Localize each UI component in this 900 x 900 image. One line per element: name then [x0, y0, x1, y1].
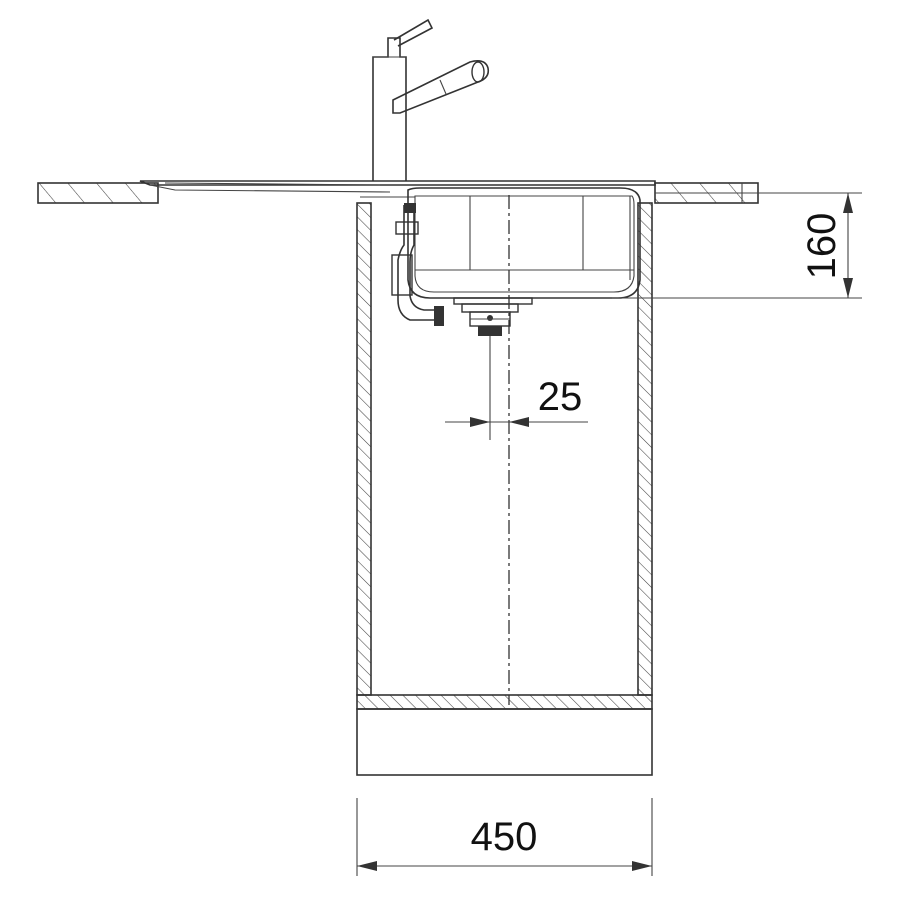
cabinet-bottom-panel [356, 694, 653, 710]
dimension-offset: 25 [445, 375, 588, 427]
overflow-pipe [391, 203, 444, 326]
faucet-body [372, 37, 407, 181]
faucet-spout [392, 60, 490, 114]
sink-bowl [407, 187, 641, 299]
dimension-width-label: 450 [471, 815, 538, 859]
sink [139, 180, 656, 336]
cabinet [356, 202, 653, 776]
countertop-left-section [37, 182, 159, 204]
countertop [37, 182, 759, 204]
sink-drainer [139, 180, 656, 186]
dimension-width: 450 [356, 798, 653, 876]
dimension-offset-label: 25 [538, 375, 583, 419]
dimension-depth-label: 160 [800, 213, 844, 280]
dimension-depth: 160 [612, 192, 862, 299]
faucet [372, 18, 490, 181]
cabinet-left-wall [356, 202, 372, 696]
drain-waste [453, 297, 533, 336]
cabinet-plinth [356, 708, 653, 776]
faucet-lever [393, 18, 434, 47]
